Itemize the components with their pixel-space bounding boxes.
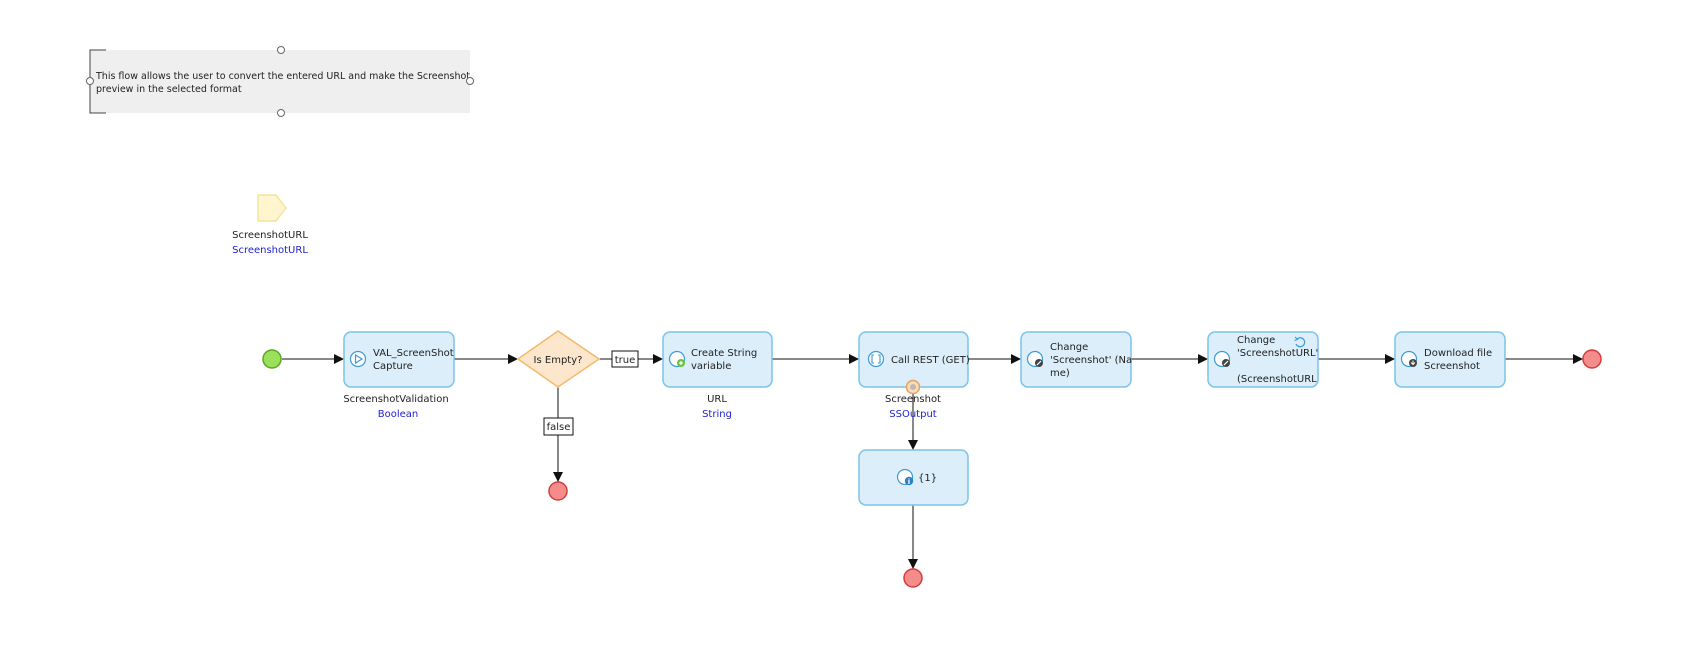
call-rest-output-type: SSOutput [889,409,937,420]
create-variable-label-2: variable [691,361,731,372]
log-message-label: {1} [918,473,937,484]
change-url-label-1: Change [1237,335,1275,346]
svg-text:false: false [547,422,571,433]
activity-create-variable[interactable]: Create String variable [662,331,773,388]
resize-handle-top[interactable] [277,46,285,54]
validation-label-2: Capture [373,361,413,372]
parameter-screenshoturl[interactable]: ScreenshotURL ScreenshotURL [232,194,308,256]
call-rest-label: Call REST (GET) [891,355,970,366]
refresh-icon [1294,336,1306,348]
create-variable-output-name: URL [707,394,727,405]
download-file-icon [1400,350,1418,368]
end-event-false[interactable] [548,481,568,501]
activity-download-file[interactable]: Download file Screenshot [1394,331,1506,388]
end-event-error[interactable] [903,568,923,588]
create-variable-output-type: String [702,409,732,420]
svg-text:i: i [908,478,910,486]
call-rest-output-name: Screenshot [885,394,941,405]
edge-label-true[interactable]: true [611,350,639,368]
validation-output-type: Boolean [378,409,419,420]
parameter-type: ScreenshotURL [232,245,308,256]
resize-handle-bottom[interactable] [277,109,285,117]
validation-output-name: ScreenshotValidation [343,394,448,405]
parameter-icon [257,194,287,222]
edge-label-false[interactable]: false [543,417,574,436]
log-message-icon: i [896,468,914,486]
change-object-icon [1213,350,1231,368]
annotation-line-2: preview in the selected format [96,84,242,95]
error-handler-icon[interactable] [905,379,921,395]
decision-is-empty[interactable]: Is Empty? [516,330,601,388]
create-variable-label-1: Create String [691,348,757,359]
svg-text:true: true [615,355,636,366]
change-screenshot-label-3: me) [1050,368,1070,379]
end-event-main[interactable] [1582,349,1602,369]
play-circle-icon [349,350,367,368]
activity-validation[interactable]: VAL_ScreenShot Capture [343,331,455,388]
annotation-note[interactable]: This flow allows the user to convert the… [86,46,474,117]
decision-label: Is Empty? [534,355,583,366]
create-variable-icon [668,350,686,368]
start-event[interactable] [262,349,282,369]
change-url-label-2: 'ScreenshotURL' [1237,348,1318,359]
resize-handle-left[interactable] [86,77,94,85]
parameter-name: ScreenshotURL [232,230,308,241]
activity-log-message[interactable]: i {1} [858,449,969,506]
rest-call-icon [867,350,885,368]
change-url-label-4: (ScreenshotURL [1237,374,1317,385]
validation-label-1: VAL_ScreenShot [373,348,454,359]
change-screenshot-label-1: Change [1050,342,1088,353]
change-screenshot-label-2: 'Screenshot' (Na [1050,355,1132,366]
resize-handle-right[interactable] [466,77,474,85]
annotation-line-1: This flow allows the user to convert the… [95,71,470,82]
download-label-1: Download file [1424,348,1492,359]
activity-call-rest[interactable]: Call REST (GET) [858,331,970,388]
activity-change-screenshot-url[interactable]: Change 'ScreenshotURL' (ScreenshotURL [1207,331,1319,388]
activity-change-screenshot[interactable]: Change 'Screenshot' (Na me) [1020,331,1132,388]
download-label-2: Screenshot [1424,361,1480,372]
change-object-icon [1026,350,1044,368]
